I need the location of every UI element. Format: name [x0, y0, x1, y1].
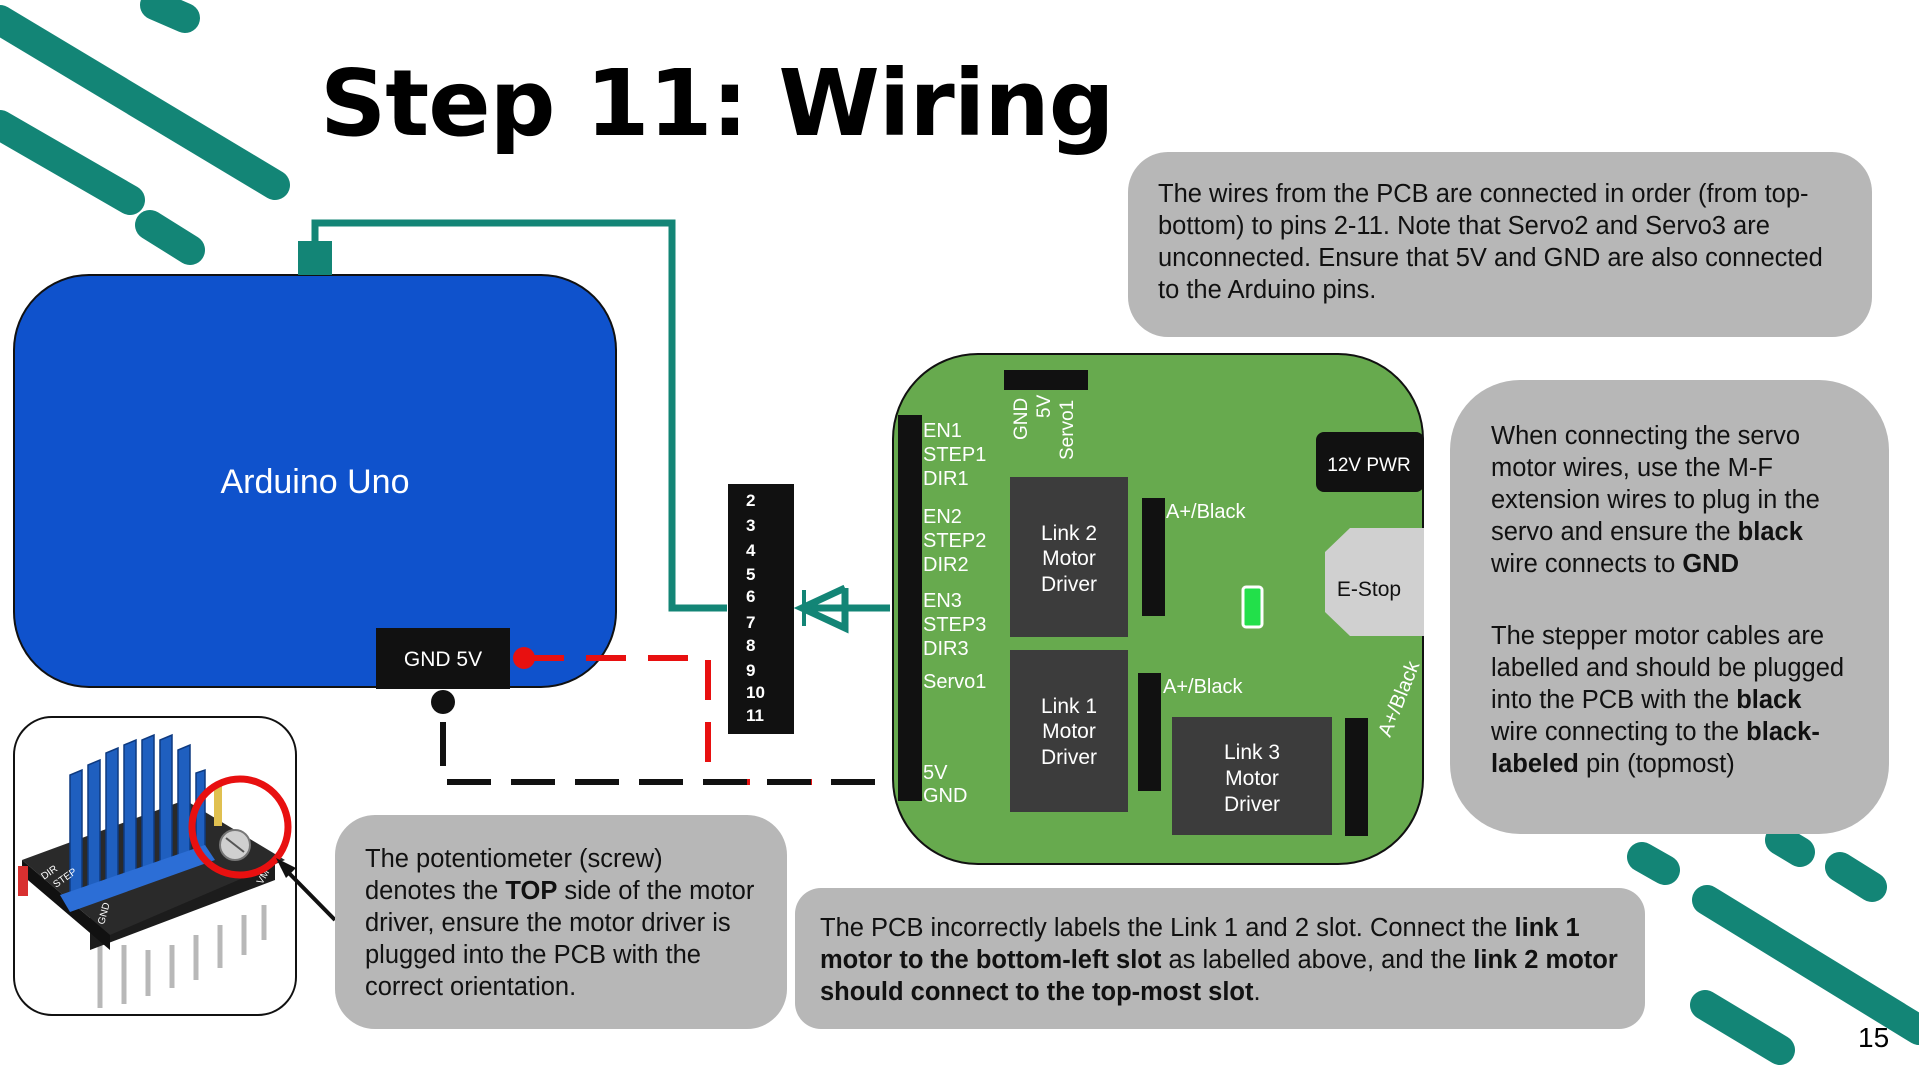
driver-label-link1: Motor	[1042, 720, 1096, 743]
slide-title: Step 11: Wiring	[320, 50, 1115, 157]
header-pin-label: 3	[746, 516, 755, 535]
header-pin-label: 7	[746, 613, 755, 632]
stepper-driver-illustration: VM GND DIR STEP	[18, 733, 337, 1008]
pointer-arrow	[280, 864, 337, 922]
driver-label-link3: Link 3	[1224, 741, 1280, 764]
header-pin-label: 11	[746, 706, 764, 725]
driver-label-link3: Motor	[1225, 767, 1279, 790]
heatsink-fin	[177, 743, 191, 860]
header-pin-label: 5	[746, 565, 755, 584]
heatsink-fin	[87, 758, 101, 895]
pcb-pin-label: EN2	[923, 506, 962, 528]
decor-stripe	[0, 110, 145, 215]
header-pin-label: 8	[746, 636, 755, 655]
estop-connector	[1325, 528, 1424, 636]
driver-label-link2: Driver	[1041, 573, 1097, 596]
driver-slot-link3	[1172, 717, 1332, 835]
decor-stripe	[135, 210, 205, 265]
note-pcb-label-correction: The PCB incorrectly labels the Link 1 an…	[795, 888, 1645, 1029]
motor-label: A+/Black	[1166, 501, 1246, 523]
decor-stripe	[1690, 990, 1795, 1065]
power-connector-label: 12V PWR	[1327, 455, 1410, 476]
potentiometer-slot	[225, 837, 245, 853]
heatsink-fin	[123, 738, 137, 881]
pcb-pin-label: EN1	[923, 420, 962, 442]
estop-label: E-Stop	[1337, 578, 1401, 601]
decor-stripe	[1692, 885, 1919, 1045]
arduino-label: Arduino Uno	[220, 463, 409, 501]
header-pin-label: 9	[746, 661, 755, 680]
note-stepper-text: The stepper motor cables are labelled an…	[1491, 622, 1845, 778]
ground-terminal	[431, 690, 455, 714]
pcb-pin-label: STEP1	[923, 444, 986, 466]
status-led	[1241, 585, 1264, 629]
header-pin-label: 10	[746, 683, 765, 702]
note-servo-stepper: When connecting the servo motor wires, u…	[1450, 380, 1889, 834]
decor-stripes-bottom-right	[1627, 825, 1919, 1065]
decor-stripes-top-left	[0, 0, 290, 265]
pcb-top-pin-label: Servo1	[1057, 400, 1078, 460]
signal-wire	[311, 219, 727, 612]
note-text: The PCB incorrectly labels the Link 1 an…	[820, 914, 1618, 1006]
power-connector	[1316, 432, 1424, 492]
heatsink-fin	[141, 733, 155, 874]
decor-stripe	[1825, 852, 1887, 902]
driver-slot-link1	[1010, 650, 1128, 812]
driver-label-link2: Link 2	[1041, 522, 1097, 545]
note-text: The potentiometer (screw) denotes the TO…	[365, 845, 755, 1001]
header-pin-label: 6	[746, 587, 755, 606]
motor-connector-link2	[1142, 498, 1165, 616]
arduino-power-header	[376, 628, 510, 689]
note-potentiometer: The potentiometer (screw) denotes the TO…	[335, 815, 787, 1029]
arduino-signal-connector	[298, 241, 332, 275]
ground-wire	[440, 702, 902, 785]
pcb-pin-label: DIR3	[923, 638, 969, 660]
decor-stripe	[0, 5, 290, 200]
motor-connector-link3	[1345, 718, 1368, 836]
driver-label-link1: Link 1	[1041, 695, 1097, 718]
pcb-pin-label: DIR2	[923, 554, 969, 576]
driver-label-link2: Motor	[1042, 547, 1096, 570]
driver-side-pin	[18, 866, 28, 896]
header-pin-label: 2	[746, 491, 755, 510]
heatsink-fin	[105, 746, 119, 888]
page-number: 15	[1858, 1022, 1890, 1053]
driver-label-link1: Driver	[1041, 746, 1097, 769]
pcb-left-pin-strip	[898, 415, 922, 801]
heatsink-base	[60, 845, 215, 912]
pcb-pin-label: STEP3	[923, 614, 986, 636]
signal-arrow-icon	[793, 584, 849, 634]
pcb-top-pin-label: GND	[1011, 398, 1032, 440]
motor-connector-link1	[1138, 673, 1161, 791]
pcb-top-pin-strip	[1004, 370, 1088, 390]
pcb-pin-label: GND	[923, 785, 967, 807]
pcb-pin-label: STEP2	[923, 530, 986, 552]
heatsink-fin	[159, 733, 173, 867]
pcb-pin-label: EN3	[923, 590, 962, 612]
pointer-arrow-head	[276, 858, 296, 878]
pin-header	[728, 484, 794, 734]
decor-stripe	[1765, 825, 1815, 867]
decor-stripe	[1627, 842, 1680, 885]
pcb-pin-label: Servo1	[923, 671, 986, 693]
header-pin-label: 4	[746, 541, 756, 560]
pcb-pin-label: 5V	[923, 762, 948, 784]
arduino-power-header-label: GND 5V	[404, 648, 482, 671]
driver-label-link3: Driver	[1224, 793, 1280, 816]
driver-slot-link2	[1010, 477, 1128, 637]
decor-stripe	[140, 0, 200, 33]
pcb-top-pin-label: 5V	[1034, 394, 1055, 418]
potentiometer-highlight-circle	[188, 775, 292, 879]
header-pins-top	[214, 786, 222, 826]
note-pcb-wiring-order: The wires from the PCB are connected in …	[1128, 152, 1872, 337]
pcb-pin-label: DIR1	[923, 468, 969, 490]
note-text: The wires from the PCB are connected in …	[1158, 180, 1823, 304]
motor-label: A+/Black	[1163, 676, 1243, 698]
note-servo-text: When connecting the servo motor wires, u…	[1491, 422, 1820, 578]
